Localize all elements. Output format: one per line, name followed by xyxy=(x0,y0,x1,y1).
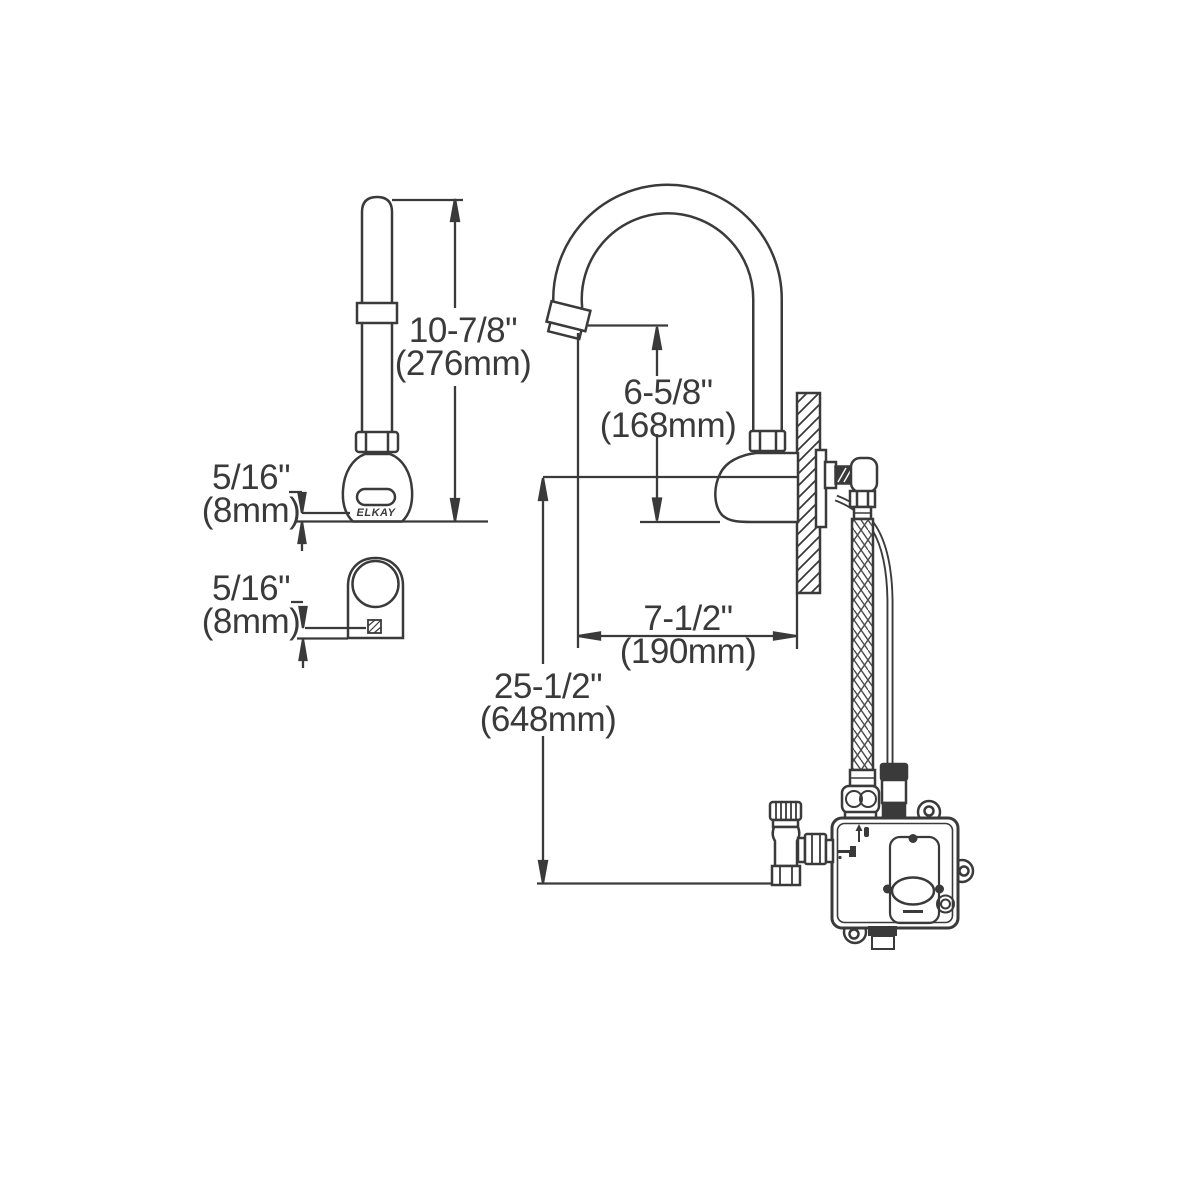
sensor-faucet-body-side xyxy=(714,451,800,524)
access-oval xyxy=(890,876,936,906)
sensor-window xyxy=(355,487,397,507)
dim-imperial: 7-1/2" xyxy=(643,599,733,638)
label-trim-front: 5/16" (8mm) xyxy=(201,569,301,641)
spout-nozzle xyxy=(544,299,592,341)
front-view xyxy=(346,556,405,640)
dim-metric: (648mm) xyxy=(479,700,617,739)
dim-imperial: 5/16" xyxy=(211,569,291,608)
label-supply-drop: 25-1/2" (648mm) xyxy=(479,667,617,739)
elbow-fitting xyxy=(849,456,879,494)
panel-screw xyxy=(935,884,944,894)
dim-imperial: 5/16" xyxy=(211,458,291,497)
riser-pipe xyxy=(360,195,394,452)
hose-top-nut xyxy=(848,489,877,509)
bottom-connector xyxy=(868,926,897,936)
label-faucet-height: 10-7/8" (276mm) xyxy=(394,311,532,383)
dim-spout-reach xyxy=(576,333,799,649)
dim-supply-drop xyxy=(537,475,798,885)
dim-imperial: 25-1/2" xyxy=(493,667,603,706)
supply-hose xyxy=(850,517,875,772)
dimension-lines xyxy=(289,198,799,885)
control-box xyxy=(830,816,960,950)
dim-trim-front xyxy=(291,600,366,668)
spout-outlet-circle xyxy=(351,559,400,609)
mounting-bolt xyxy=(834,465,853,485)
pipe-collar xyxy=(355,301,399,325)
dim-trim-side xyxy=(289,490,350,551)
indicator-ring xyxy=(936,894,955,914)
label-outlet-height: 6-5/8" (168mm) xyxy=(599,373,737,445)
sensor-cable xyxy=(834,494,894,764)
valve-outlet-hex xyxy=(803,832,828,866)
dim-imperial: 6-5/8" xyxy=(623,373,713,412)
label-trim-side: 5/16" (8mm) xyxy=(201,458,301,530)
faucet-icon xyxy=(837,846,856,860)
elkay-logo: ELKAY xyxy=(357,507,397,519)
dim-metric: (190mm) xyxy=(619,632,757,671)
shutoff-valve xyxy=(768,800,835,887)
panel-screw xyxy=(883,884,892,894)
valve-body xyxy=(771,825,801,868)
dim-metric: (276mm) xyxy=(394,344,532,383)
arrow-up-icon xyxy=(855,824,869,842)
wall-mount-view xyxy=(544,183,975,950)
side-view: ELKAY xyxy=(341,195,414,523)
mounting-nut xyxy=(354,430,400,454)
panel-screw xyxy=(908,834,918,843)
dim-metric: (8mm) xyxy=(201,491,301,530)
dim-metric: (168mm) xyxy=(599,406,737,445)
dim-imperial: 10-7/8" xyxy=(408,311,518,350)
dim-metric: (8mm) xyxy=(201,602,301,641)
gooseneck-spout xyxy=(552,183,784,440)
valve-bottom-hex xyxy=(770,864,802,887)
elkay-shield-icon xyxy=(367,619,382,634)
dim-faucet-height xyxy=(295,198,488,523)
dim-outlet-height xyxy=(588,324,720,524)
label-spout-reach: 7-1/2" (190mm) xyxy=(619,599,757,671)
spout-nut xyxy=(748,429,787,453)
cable-connector xyxy=(879,762,909,819)
